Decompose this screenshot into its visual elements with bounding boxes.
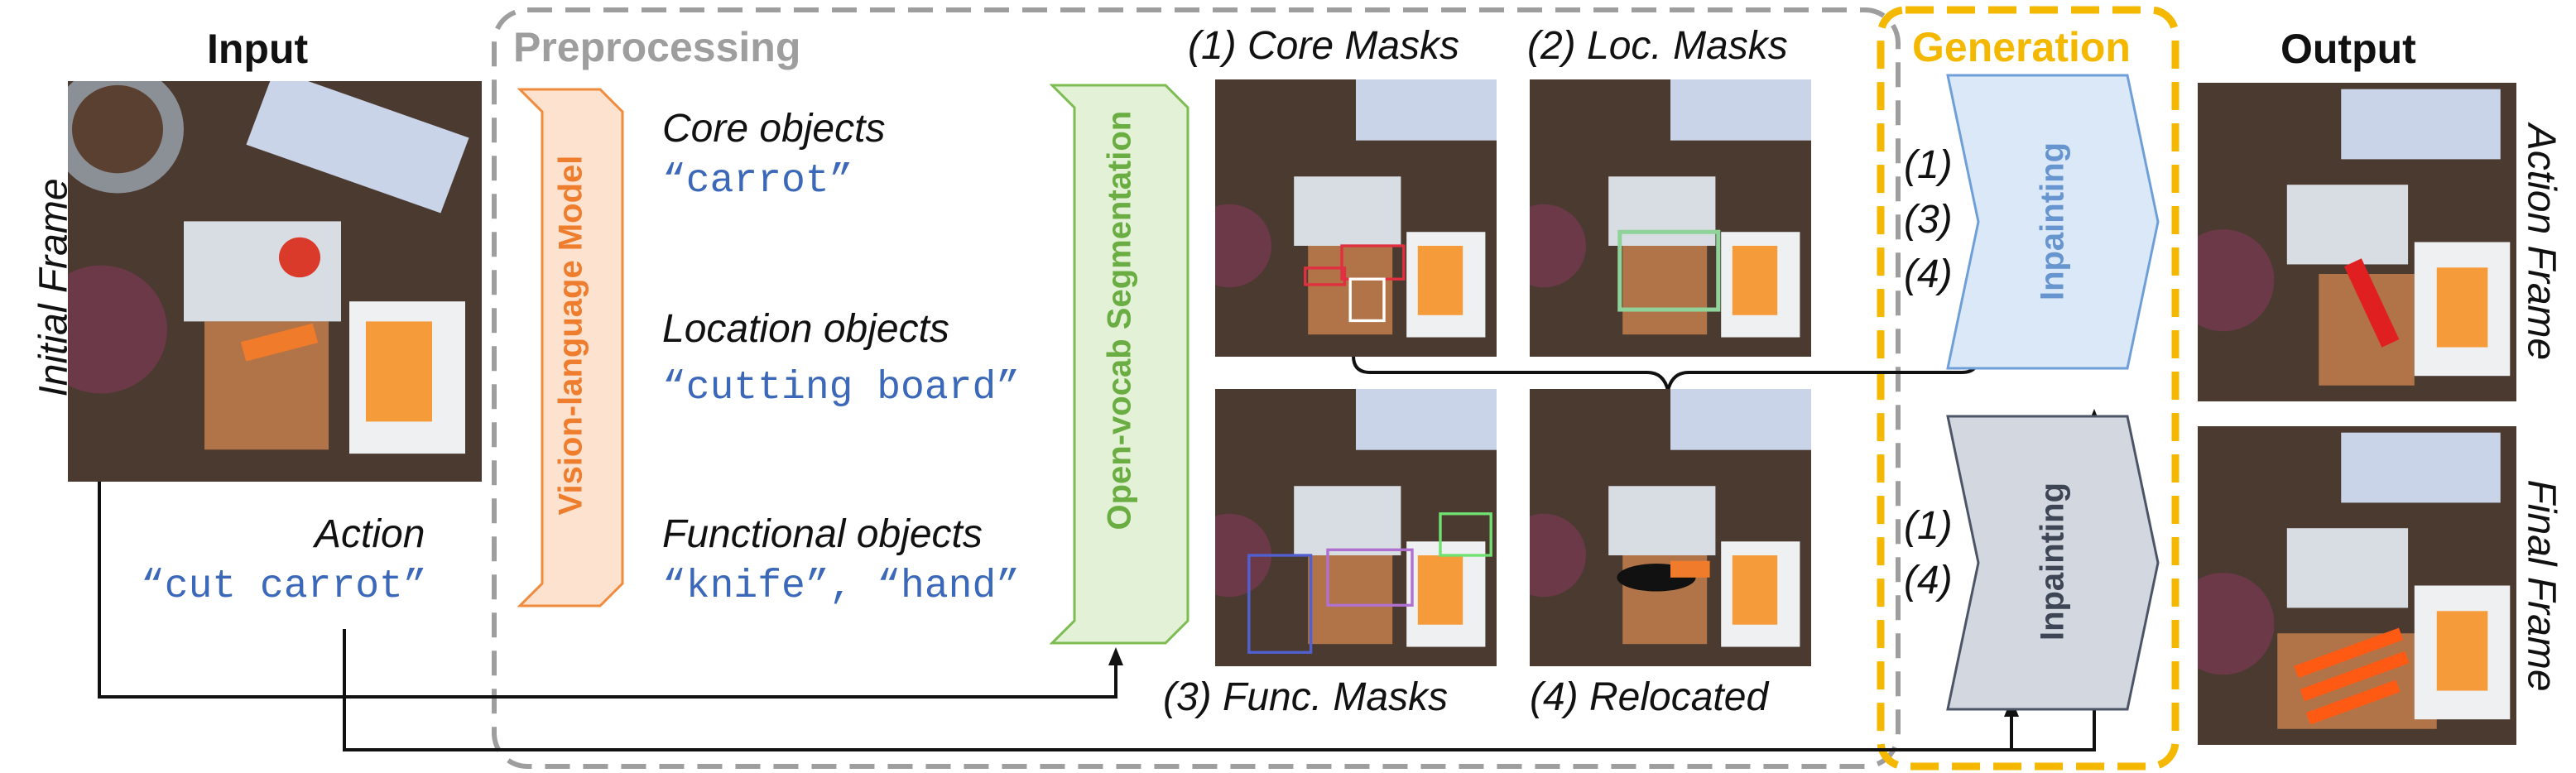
preprocessing-box xyxy=(492,7,1901,769)
connector-frame-to-seg xyxy=(98,482,1117,699)
action-frame-label-wrap: Action Frame xyxy=(2520,83,2566,401)
func-masks-image xyxy=(1215,389,1497,666)
core-masks-title: (1) Core Masks xyxy=(1188,24,1460,68)
func-masks-title: (3) Func. Masks xyxy=(1163,675,1449,719)
location-objects-value: “cutting board” xyxy=(662,366,1021,411)
initial-frame-label-wrap: Initial Frame xyxy=(29,132,76,447)
loc-masks-image xyxy=(1530,79,1811,357)
inpainting-bottom-block xyxy=(1946,415,2160,711)
final-frame-label: Final Frame xyxy=(2519,479,2564,692)
inpainting-top-label: Inpainting xyxy=(2034,142,2071,301)
inpainting-top-block xyxy=(1946,74,2160,370)
core-objects-label: Core objects xyxy=(662,107,886,151)
functional-objects-label: Functional objects xyxy=(662,512,983,556)
relocated-title: (4) Relocated xyxy=(1530,675,1769,719)
segmentation-block xyxy=(1050,84,1189,645)
gen-bottom-input-2: (4) xyxy=(1904,559,1953,603)
segmentation-label: Open-vocab Segmentation xyxy=(1101,110,1138,531)
action-frame-image xyxy=(2198,83,2516,401)
action-label: Action xyxy=(315,512,425,556)
output-title: Output xyxy=(2280,26,2416,72)
arrowhead-seg xyxy=(1108,647,1123,665)
final-frame-label-wrap: Final Frame xyxy=(2520,426,2566,745)
preprocessing-title: Preprocessing xyxy=(513,24,801,70)
gen-bottom-input-1: (1) xyxy=(1904,504,1953,548)
gen-top-input-2: (3) xyxy=(1904,198,1953,242)
inpainting-bottom-label: Inpainting xyxy=(2034,482,2071,641)
gen-top-input-1: (1) xyxy=(1904,143,1953,187)
final-frame-image xyxy=(2198,426,2516,745)
relocated-image xyxy=(1530,389,1811,666)
generation-title: Generation xyxy=(1912,24,2131,70)
initial-frame-image xyxy=(68,81,482,482)
location-objects-label: Location objects xyxy=(662,307,949,351)
mask-brace xyxy=(1352,355,1980,391)
generation-box xyxy=(1877,6,2180,771)
functional-objects-value: “knife”, “hand” xyxy=(662,564,1021,609)
core-masks-image xyxy=(1215,79,1497,357)
core-objects-value: “carrot” xyxy=(662,159,853,204)
input-title: Input xyxy=(207,26,309,72)
action-frame-label: Action Frame xyxy=(2519,123,2564,361)
vlm-block xyxy=(517,88,624,607)
vlm-label: Vision-language Model xyxy=(552,155,589,516)
action-value: “cut carrot” xyxy=(141,564,427,609)
gen-top-input-3: (4) xyxy=(1904,252,1953,296)
loc-masks-title: (2) Loc. Masks xyxy=(1527,24,1788,68)
